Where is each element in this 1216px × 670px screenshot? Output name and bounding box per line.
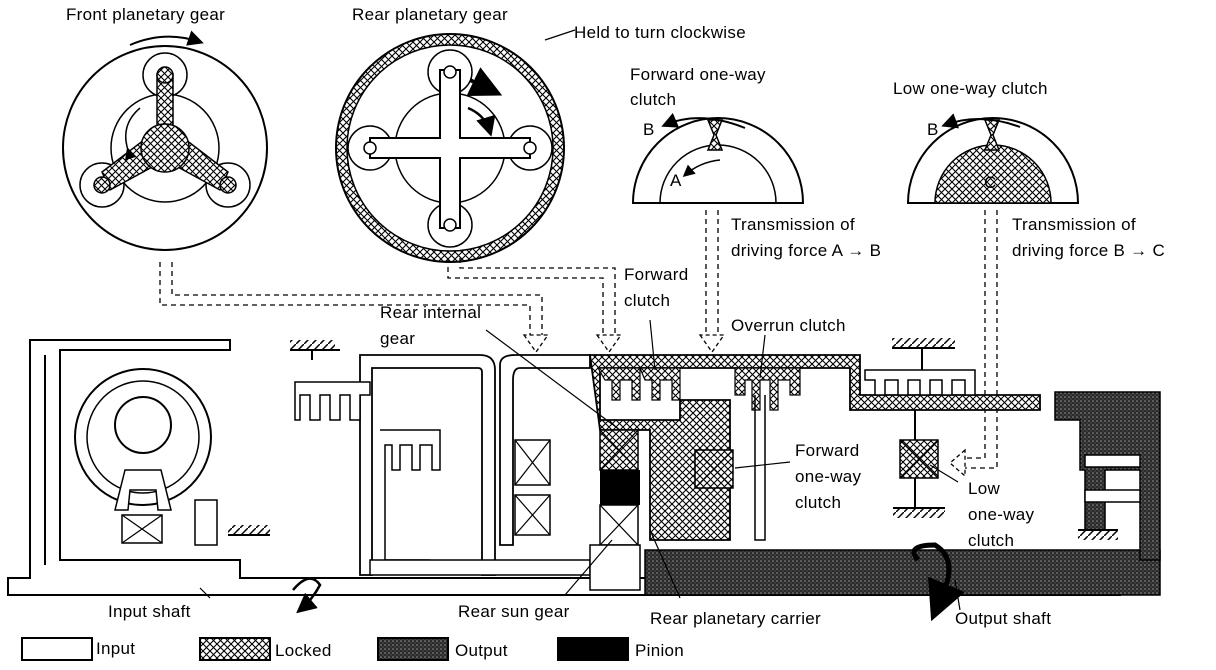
legend-label-locked: Locked [275, 641, 332, 660]
label-low-ow-1: Low [968, 479, 1001, 498]
front-planetary-gear [62, 30, 268, 251]
legend-swatch-input [21, 637, 93, 661]
label-low-ow-2: one-way [968, 505, 1035, 524]
label-rear-internal-gear-2: gear [380, 329, 416, 348]
label-forward-ow-1: Forward [795, 441, 860, 460]
label-forward-ow-3: clutch [795, 493, 842, 512]
label-transmission-ab-1: Transmission of [731, 215, 855, 234]
label-point-a: A [670, 171, 682, 190]
label-point-c: C [984, 173, 997, 192]
low-one-way-clutch-detail [906, 113, 1080, 204]
label-output-shaft: Output shaft [955, 609, 1052, 628]
label-rear-sun-gear: Rear sun gear [458, 602, 570, 621]
label-forward-clutch-1: Forward [624, 265, 689, 284]
label-forward-ow-2: one-way [795, 467, 862, 486]
legend-swatch-locked [199, 637, 271, 661]
label-transmission-bc-1: Transmission of [1012, 215, 1136, 234]
label-front-planetary-gear: Front planetary gear [66, 5, 226, 24]
label-rear-planetary-gear: Rear planetary gear [352, 5, 508, 24]
flow-arrows [159, 210, 998, 478]
label-point-b1: B [643, 120, 655, 139]
label-input-shaft: Input shaft [108, 602, 191, 621]
legend-swatch-output [377, 637, 449, 661]
rear-planetary-gear [335, 29, 576, 263]
label-overrun-clutch: Overrun clutch [731, 316, 846, 335]
forward-one-way-clutch-detail [631, 112, 805, 204]
label-forward-clutch-2: clutch [624, 291, 671, 310]
label-forward-ow-title-2: clutch [630, 90, 677, 109]
legend-swatch-pinion [557, 637, 629, 661]
legend [21, 637, 629, 661]
label-held-to-turn: Held to turn clockwise [574, 23, 746, 42]
label-point-b2: B [927, 120, 939, 139]
label-low-ow-3: clutch [968, 531, 1015, 550]
schematic-body [7, 319, 1161, 622]
label-transmission-ab-2: driving force A → B [731, 241, 882, 260]
legend-label-input: Input [96, 639, 136, 658]
legend-label-pinion: Pinion [635, 641, 685, 660]
label-rear-planetary-carrier: Rear planetary carrier [650, 609, 821, 628]
label-low-ow-title: Low one-way clutch [893, 79, 1048, 98]
label-rear-internal-gear-1: Rear internal [380, 303, 482, 322]
label-transmission-bc-2: driving force B → C [1012, 241, 1166, 260]
label-forward-ow-title-1: Forward one-way [630, 65, 766, 84]
legend-label-output: Output [455, 641, 508, 660]
